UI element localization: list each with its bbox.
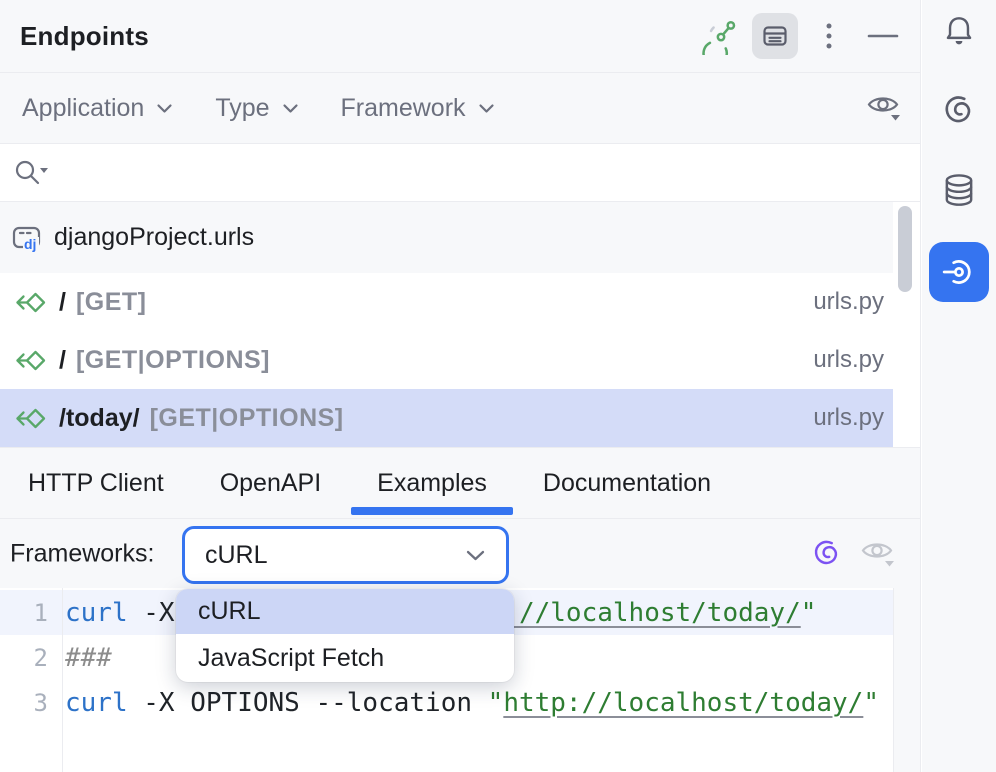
endpoint-row-selected[interactable]: /today/ [GET|OPTIONS] urls.py [0,389,920,447]
dropdown-option-curl[interactable]: cURL [176,589,514,634]
hide-icon [867,34,899,38]
endpoint-methods: [GET|OPTIONS] [149,403,344,432]
endpoint-row[interactable]: / [GET|OPTIONS] urls.py [0,331,920,389]
right-toolbar [922,0,996,772]
eye-icon [867,97,900,121]
view-options-button[interactable] [858,536,898,572]
tab-openapi[interactable]: OpenAPI [219,468,322,497]
endpoint-methods: [GET|OPTIONS] [75,345,271,374]
eye-icon [861,542,894,566]
more-options-button[interactable] [806,13,852,59]
list-scrollbar-thumb[interactable] [898,206,912,292]
database-button[interactable] [940,171,978,213]
endpoint-group-label: djangoProject.urls [54,223,255,251]
chevron-down-icon [282,103,298,113]
search-input[interactable] [58,158,920,187]
search-bar [0,144,920,202]
filter-type-label: Type [215,93,270,122]
filter-bar: Application Type Framework [0,73,920,144]
view-options-button[interactable] [864,90,904,126]
frameworks-label: Frameworks: [10,539,155,567]
hide-panel-button[interactable] [860,13,906,59]
notifications-button[interactable] [940,12,978,50]
frameworks-select-value: cURL [205,540,268,569]
gutter-separator [62,588,63,772]
kebab-menu-icon [826,23,832,49]
filter-application[interactable]: Application [22,94,173,123]
endpoints-status-button[interactable] [698,13,744,59]
endpoint-icon [16,292,46,312]
chevron-down-icon [478,103,494,113]
frameworks-dropdown-popup: cURL JavaScript Fetch [176,589,514,682]
endpoints-tool-button[interactable] [929,242,989,302]
filter-type[interactable]: Type [215,94,298,123]
frameworks-toolbar: Frameworks: cURL [0,519,920,588]
line-number: 3 [33,688,48,717]
endpoint-list: dj djangoProject.urls / [GET] urls.py [0,202,920,447]
database-icon [945,174,973,206]
search-icon [15,160,48,184]
page-title: Endpoints [20,20,149,51]
endpoint-path: / [59,287,66,316]
endpoint-file: urls.py [813,288,884,315]
endpoints-status-icon [702,21,736,55]
svg-text:dj: dj [24,236,36,252]
line-number: 1 [33,598,48,627]
tab-examples[interactable]: Examples [349,448,515,518]
endpoint-file: urls.py [813,346,884,373]
header-actions [698,13,906,59]
ai-generate-button[interactable] [810,537,844,571]
endpoint-row[interactable]: / [GET] urls.py [0,273,920,331]
endpoint-icon [16,408,46,428]
notifications-bell-icon [946,17,972,45]
endpoint-icon [16,350,46,370]
editor-scrollbar-track[interactable] [893,588,920,772]
ai-assistant-icon [945,96,971,123]
django-urls-file-icon: dj [12,226,41,252]
frameworks-select[interactable]: cURL [182,526,509,584]
code-line: 3 curl -X OPTIONS --location "http://loc… [0,680,920,725]
url-link[interactable]: http://localhost/today/ [503,687,864,718]
filter-framework[interactable]: Framework [341,94,495,123]
endpoints-tool-icon [942,260,971,284]
panel-header: Endpoints [0,0,920,73]
details-view-icon [763,26,787,46]
tab-http-client[interactable]: HTTP Client [28,468,164,497]
endpoint-methods: [GET] [75,287,147,316]
filter-framework-label: Framework [340,93,466,122]
ai-assistant-icon [814,540,838,564]
endpoint-path: / [59,345,66,374]
endpoint-file: urls.py [813,404,884,431]
line-number: 2 [33,643,48,672]
chevron-down-icon [466,550,485,560]
details-view-toggle-button[interactable] [752,13,798,59]
filter-application-label: Application [22,93,145,122]
ai-assistant-button[interactable] [940,92,978,130]
tab-documentation[interactable]: Documentation [542,468,712,497]
endpoint-path: /today/ [59,403,140,432]
chevron-down-icon [157,103,172,113]
dropdown-option-javascript-fetch[interactable]: JavaScript Fetch [198,643,385,672]
endpoint-group-row[interactable]: dj djangoProject.urls [0,202,920,273]
detail-tabs: HTTP Client OpenAPI Examples Documentati… [0,447,920,519]
code-line: 2 ### [0,635,920,680]
